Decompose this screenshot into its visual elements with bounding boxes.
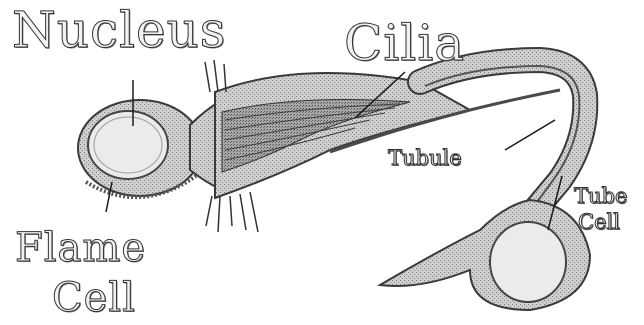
label-flame-cell-line1: Flame	[15, 228, 146, 268]
label-tubule: Tubule	[388, 148, 462, 169]
tubule-fill	[420, 60, 585, 210]
label-cilia: Cilia	[344, 18, 465, 68]
label-tube-cell-line2: Cell	[578, 212, 620, 233]
flame-cell-nucleus	[88, 111, 168, 179]
tube-cell-nucleus	[490, 222, 566, 302]
label-tube-cell-line1: Tube	[574, 186, 627, 207]
label-flame-cell-line2: Cell	[52, 278, 136, 318]
tube-cell	[380, 200, 590, 310]
tubule-leader	[505, 120, 555, 150]
flame-cell	[78, 100, 202, 197]
label-nucleus: Nucleus	[12, 5, 226, 55]
